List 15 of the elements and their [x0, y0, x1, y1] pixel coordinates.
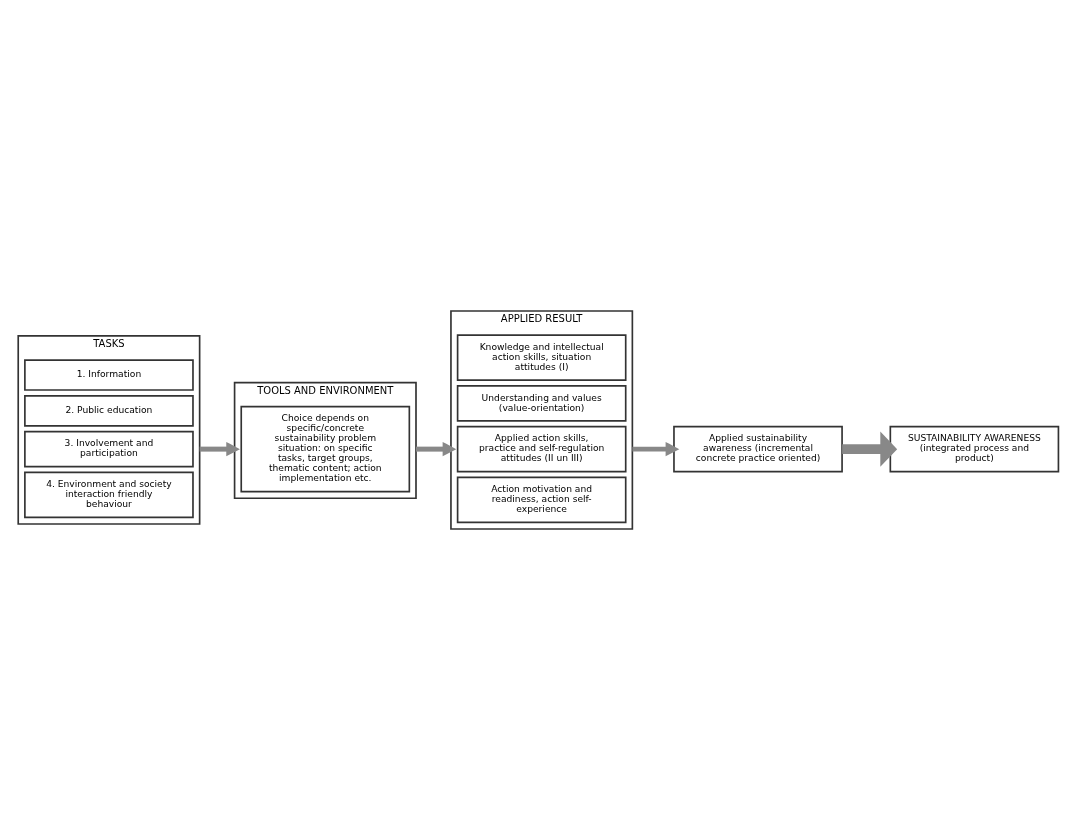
node-box: 3. Involvement and participation [24, 430, 194, 468]
node-box: Knowledge and intellectual action skills, situation attitudes (I) [456, 334, 627, 381]
node-box: Applied sustainability awareness (incremental concrete practice oriented) [673, 425, 843, 473]
node-box: SUSTAINABILITY AWARENESS (integrated process and product) [889, 425, 1060, 473]
node-box: Choice depends on specific/concrete sustainability problem situation: on specific tasks, target groups, thematic content; action implementation etc. [240, 405, 411, 493]
node-box: Applied action skills, practice and self-regulation attitudes (II un III) [456, 425, 627, 473]
node-box: 1. Information [24, 359, 194, 391]
node-box: Understanding and values (value-orientation) [456, 385, 627, 422]
arrow [842, 431, 898, 467]
arrow [416, 441, 457, 457]
node-box: Action motivation and readiness, action self-experience [456, 476, 627, 524]
arrow [632, 441, 680, 457]
node-box: 4. Environment and society interaction friendly behaviour [24, 471, 194, 519]
node-box: 2. Public education [24, 395, 194, 427]
arrow [199, 441, 240, 457]
